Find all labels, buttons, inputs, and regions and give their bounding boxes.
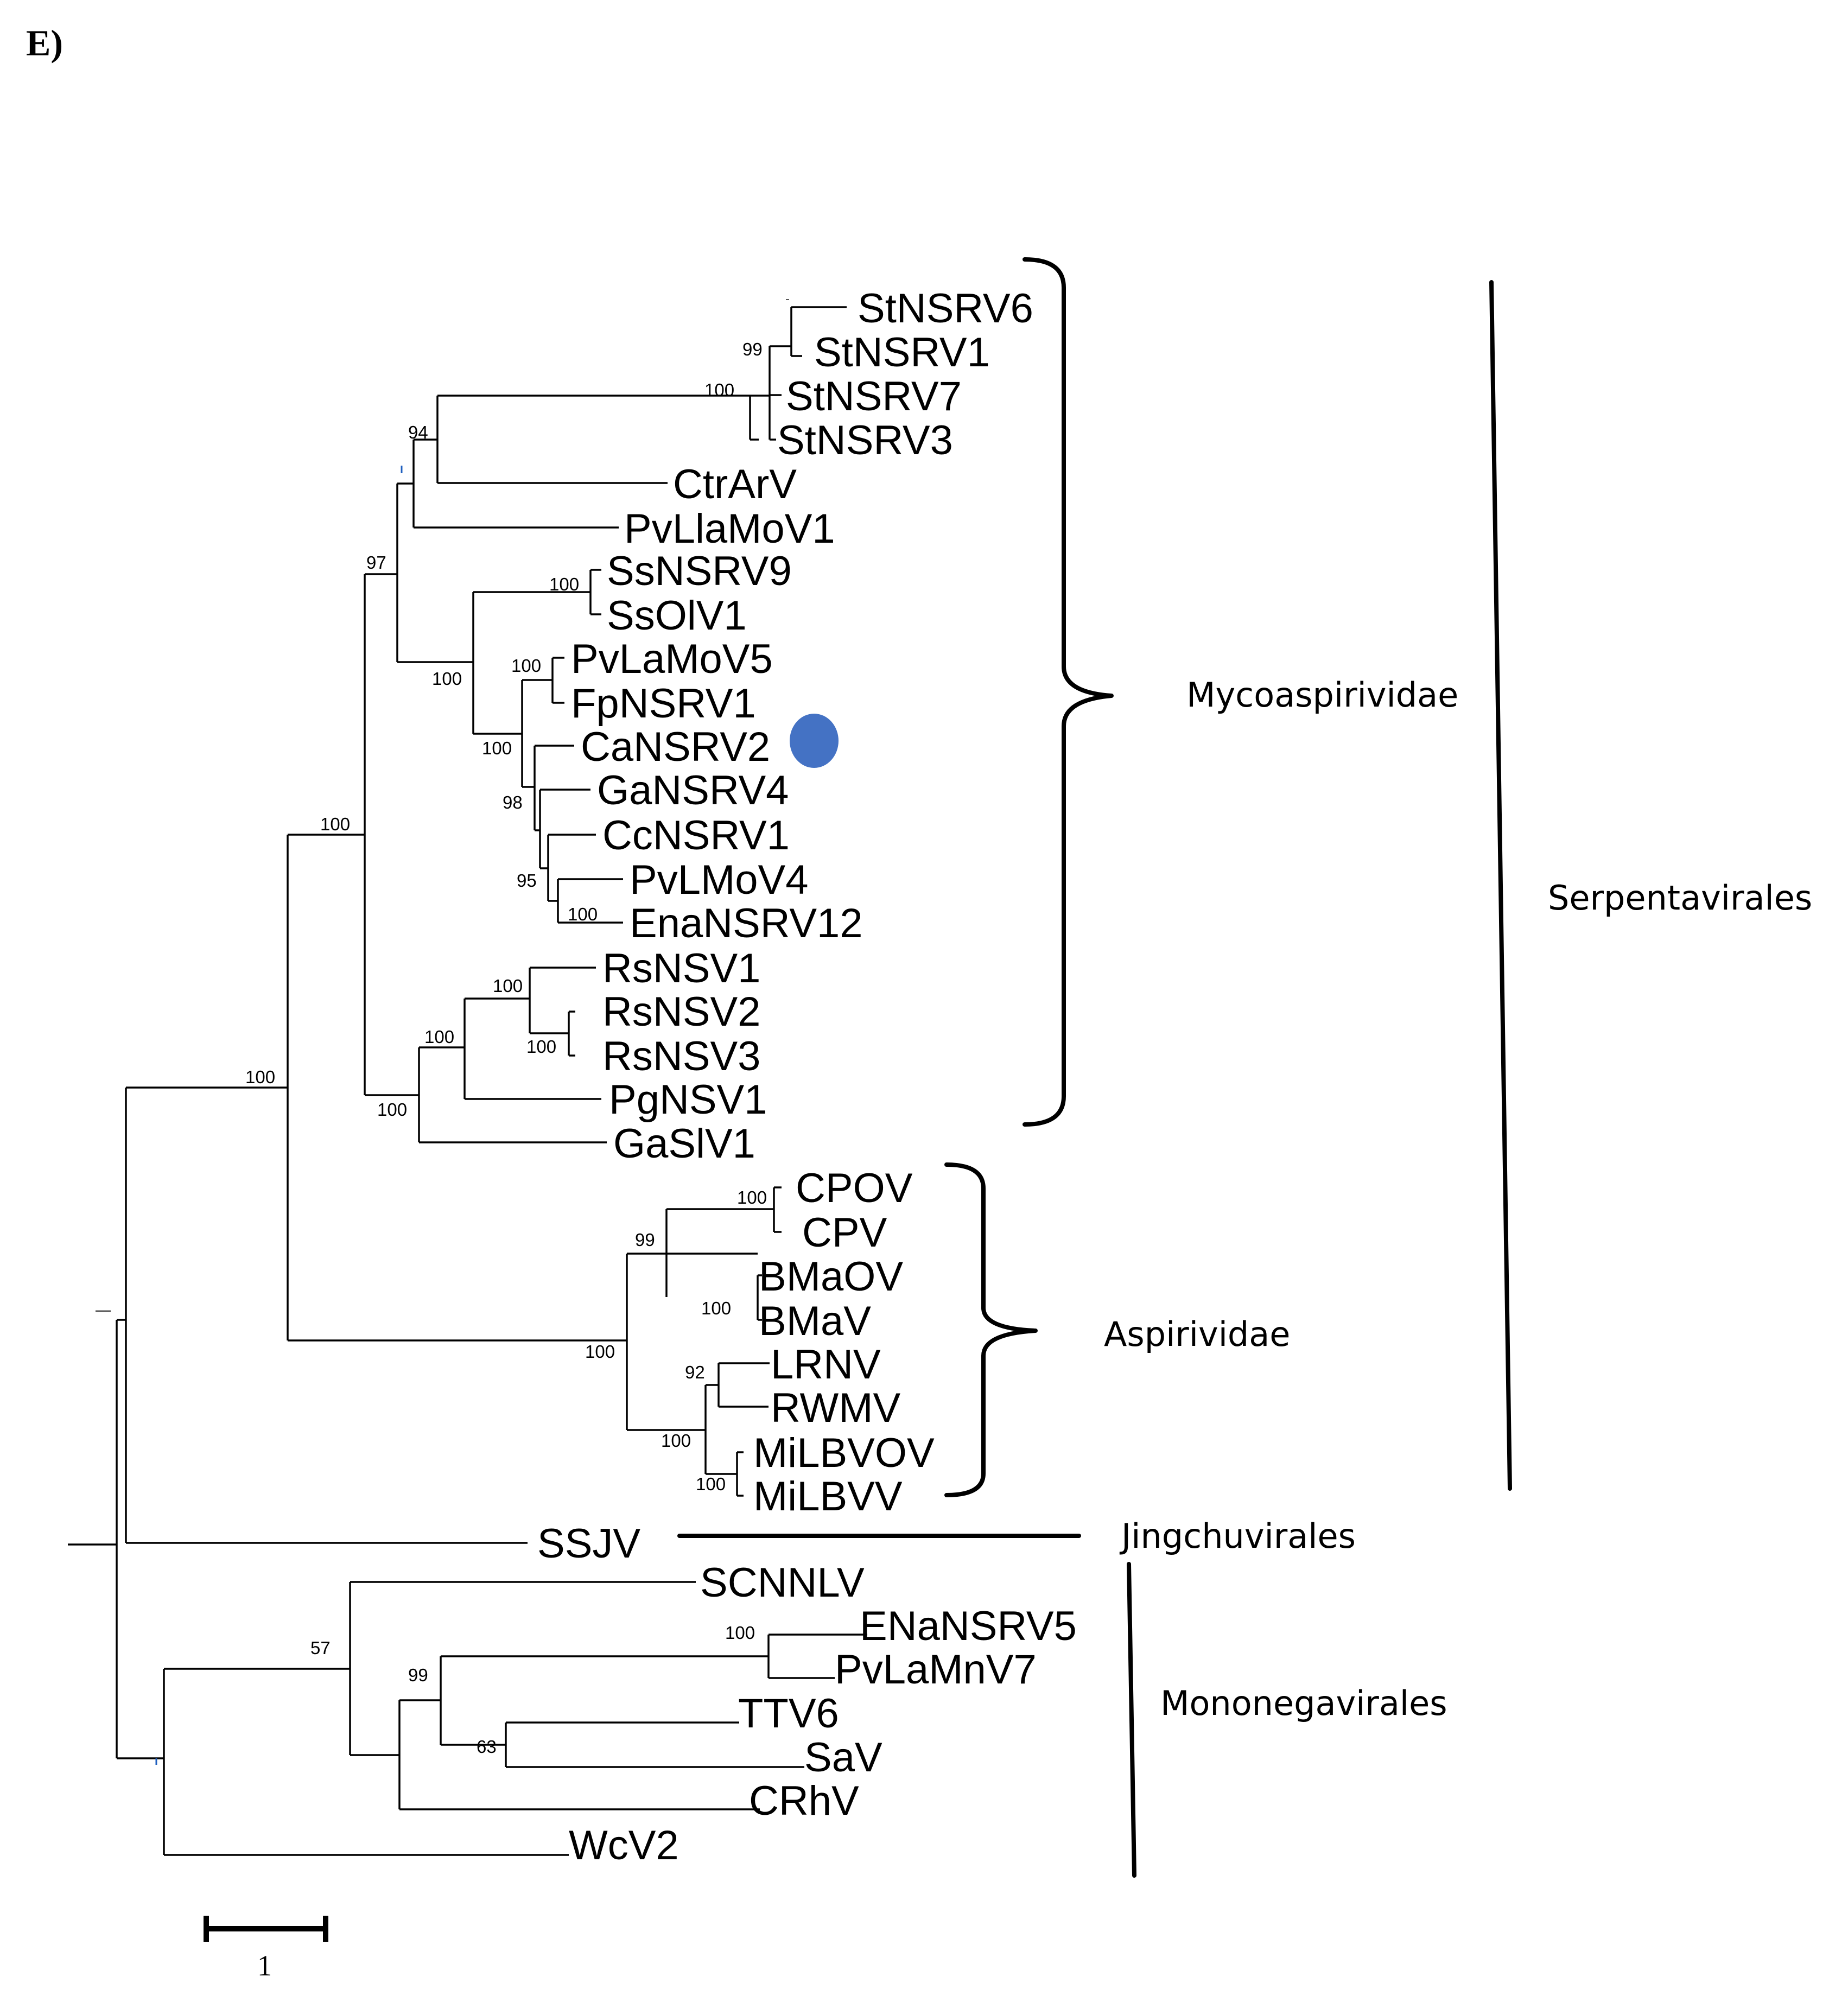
bootstrap-value: 100 <box>549 574 579 594</box>
leaf-label: GaSlV1 <box>613 1121 755 1167</box>
leaf-label: RWMV <box>771 1385 901 1431</box>
highlight-marker <box>790 714 839 768</box>
leaf-label: CPOV <box>796 1165 913 1211</box>
tree-branches <box>68 306 867 1856</box>
leaf-label: MiLBVOV <box>753 1430 935 1476</box>
serpentavirales-bar <box>1489 280 1512 1491</box>
leaf-label: GaNSRV4 <box>597 767 789 813</box>
leaf-label: WcV2 <box>569 1822 679 1868</box>
bootstrap-value: 92 <box>685 1362 705 1382</box>
leaf-label: CRhV <box>749 1778 859 1824</box>
leaf-label: SsNSRV9 <box>607 548 792 594</box>
panel-label: E) <box>26 22 63 63</box>
leaf-label: CcNSRV1 <box>602 812 790 859</box>
leaf-label: PvLMoV4 <box>630 857 809 903</box>
clade-label-aspirividae: Aspirividae <box>1104 1314 1290 1354</box>
bootstrap-value: 100 <box>737 1187 767 1207</box>
leaf-label: StNSRV1 <box>814 329 990 376</box>
bootstrap-value: 98 <box>503 792 523 812</box>
bootstrap-value: 100 <box>320 814 350 834</box>
leaf-label: CPV <box>802 1210 887 1256</box>
bootstrap-value: 100 <box>511 656 541 676</box>
mycoaspirividae-bracket <box>1023 257 1114 1127</box>
bootstrap-value: 99 <box>408 1665 428 1685</box>
clade-brackets <box>677 257 1512 1878</box>
leaf-label: StNSRV3 <box>777 417 953 463</box>
bootstrap-value: 100 <box>585 1342 615 1362</box>
bootstrap-value: 100 <box>482 738 512 758</box>
bootstrap-value: 99 <box>635 1230 655 1250</box>
node-ticks <box>96 299 789 1765</box>
leaf-label: CtrArV <box>673 461 797 507</box>
leaf-label: TTV6 <box>738 1690 839 1737</box>
leaf-label: PvLaMoV5 <box>571 636 773 682</box>
leaf-label: StNSRV7 <box>786 373 962 420</box>
bootstrap-value: 100 <box>424 1027 454 1047</box>
leaf-label: SSJV <box>537 1521 640 1567</box>
leaf-label: SCNNLV <box>700 1560 865 1606</box>
scale-bar-label: 1 <box>257 1949 272 1982</box>
bootstrap-value: 97 <box>366 552 386 573</box>
leaf-label: MiLBVV <box>753 1473 903 1520</box>
bootstrap-value: 100 <box>245 1067 275 1087</box>
bootstrap-value: 100 <box>661 1431 691 1451</box>
bootstrap-value: 100 <box>568 904 598 924</box>
leaf-label: CaNSRV2 <box>581 724 770 770</box>
clade-label-serpentavirales: Serpentavirales <box>1548 878 1812 918</box>
leaf-label: BMaV <box>759 1298 871 1344</box>
bootstrap-value: 100 <box>432 669 462 689</box>
mononegavirales-bar <box>1127 1562 1136 1878</box>
bootstrap-value: 100 <box>701 1298 731 1318</box>
scale-bar: 1 <box>204 1916 328 1982</box>
clade-label-jingchuvirales: Jingchuvirales <box>1119 1516 1356 1556</box>
leaf-label: RsNSV3 <box>602 1033 760 1079</box>
bootstrap-value: 100 <box>377 1099 407 1120</box>
bootstrap-values: 99 100 94 97 100 100 100 100 98 95 100 1… <box>245 339 767 1757</box>
bootstrap-value: 100 <box>526 1037 556 1057</box>
leaf-label: StNSRV6 <box>858 285 1033 332</box>
leaf-label: PvLlaMoV1 <box>624 506 835 552</box>
clade-label-mononegavirales: Mononegavirales <box>1160 1683 1447 1723</box>
leaf-label: RsNSV2 <box>602 989 760 1035</box>
bootstrap-value: 63 <box>477 1737 497 1757</box>
bootstrap-value: 95 <box>517 870 537 891</box>
leaf-label: SaV <box>804 1734 882 1781</box>
bootstrap-value: 94 <box>408 422 428 442</box>
leaf-label: LRNV <box>771 1342 881 1388</box>
leaf-label: RsNSV1 <box>602 945 760 992</box>
bootstrap-value: 57 <box>310 1638 331 1658</box>
leaf-label: ENaNSRV5 <box>860 1603 1077 1649</box>
leaf-label: FpNSRV1 <box>571 681 756 727</box>
leaf-label: EnaNSRV12 <box>630 900 863 946</box>
bootstrap-value: 100 <box>493 976 523 996</box>
bootstrap-value: 99 <box>742 339 763 359</box>
leaf-labels: StNSRV6 StNSRV1 StNSRV7 StNSRV3 CtrArV P… <box>537 285 1077 1868</box>
bootstrap-value: 100 <box>725 1623 755 1643</box>
leaf-label: PgNSV1 <box>609 1077 767 1123</box>
leaf-label: SsOlV1 <box>607 593 747 639</box>
leaf-label: BMaOV <box>759 1254 903 1300</box>
clade-label-mycoaspirividae: Mycoaspirividae <box>1186 675 1458 715</box>
leaf-label: PvLaMnV7 <box>835 1647 1037 1693</box>
bootstrap-value: 100 <box>704 380 734 400</box>
clade-labels: Mycoaspirividae Aspirividae Serpentavira… <box>1104 675 1812 1723</box>
aspirividae-bracket <box>944 1162 1038 1497</box>
bootstrap-value: 100 <box>696 1474 726 1494</box>
